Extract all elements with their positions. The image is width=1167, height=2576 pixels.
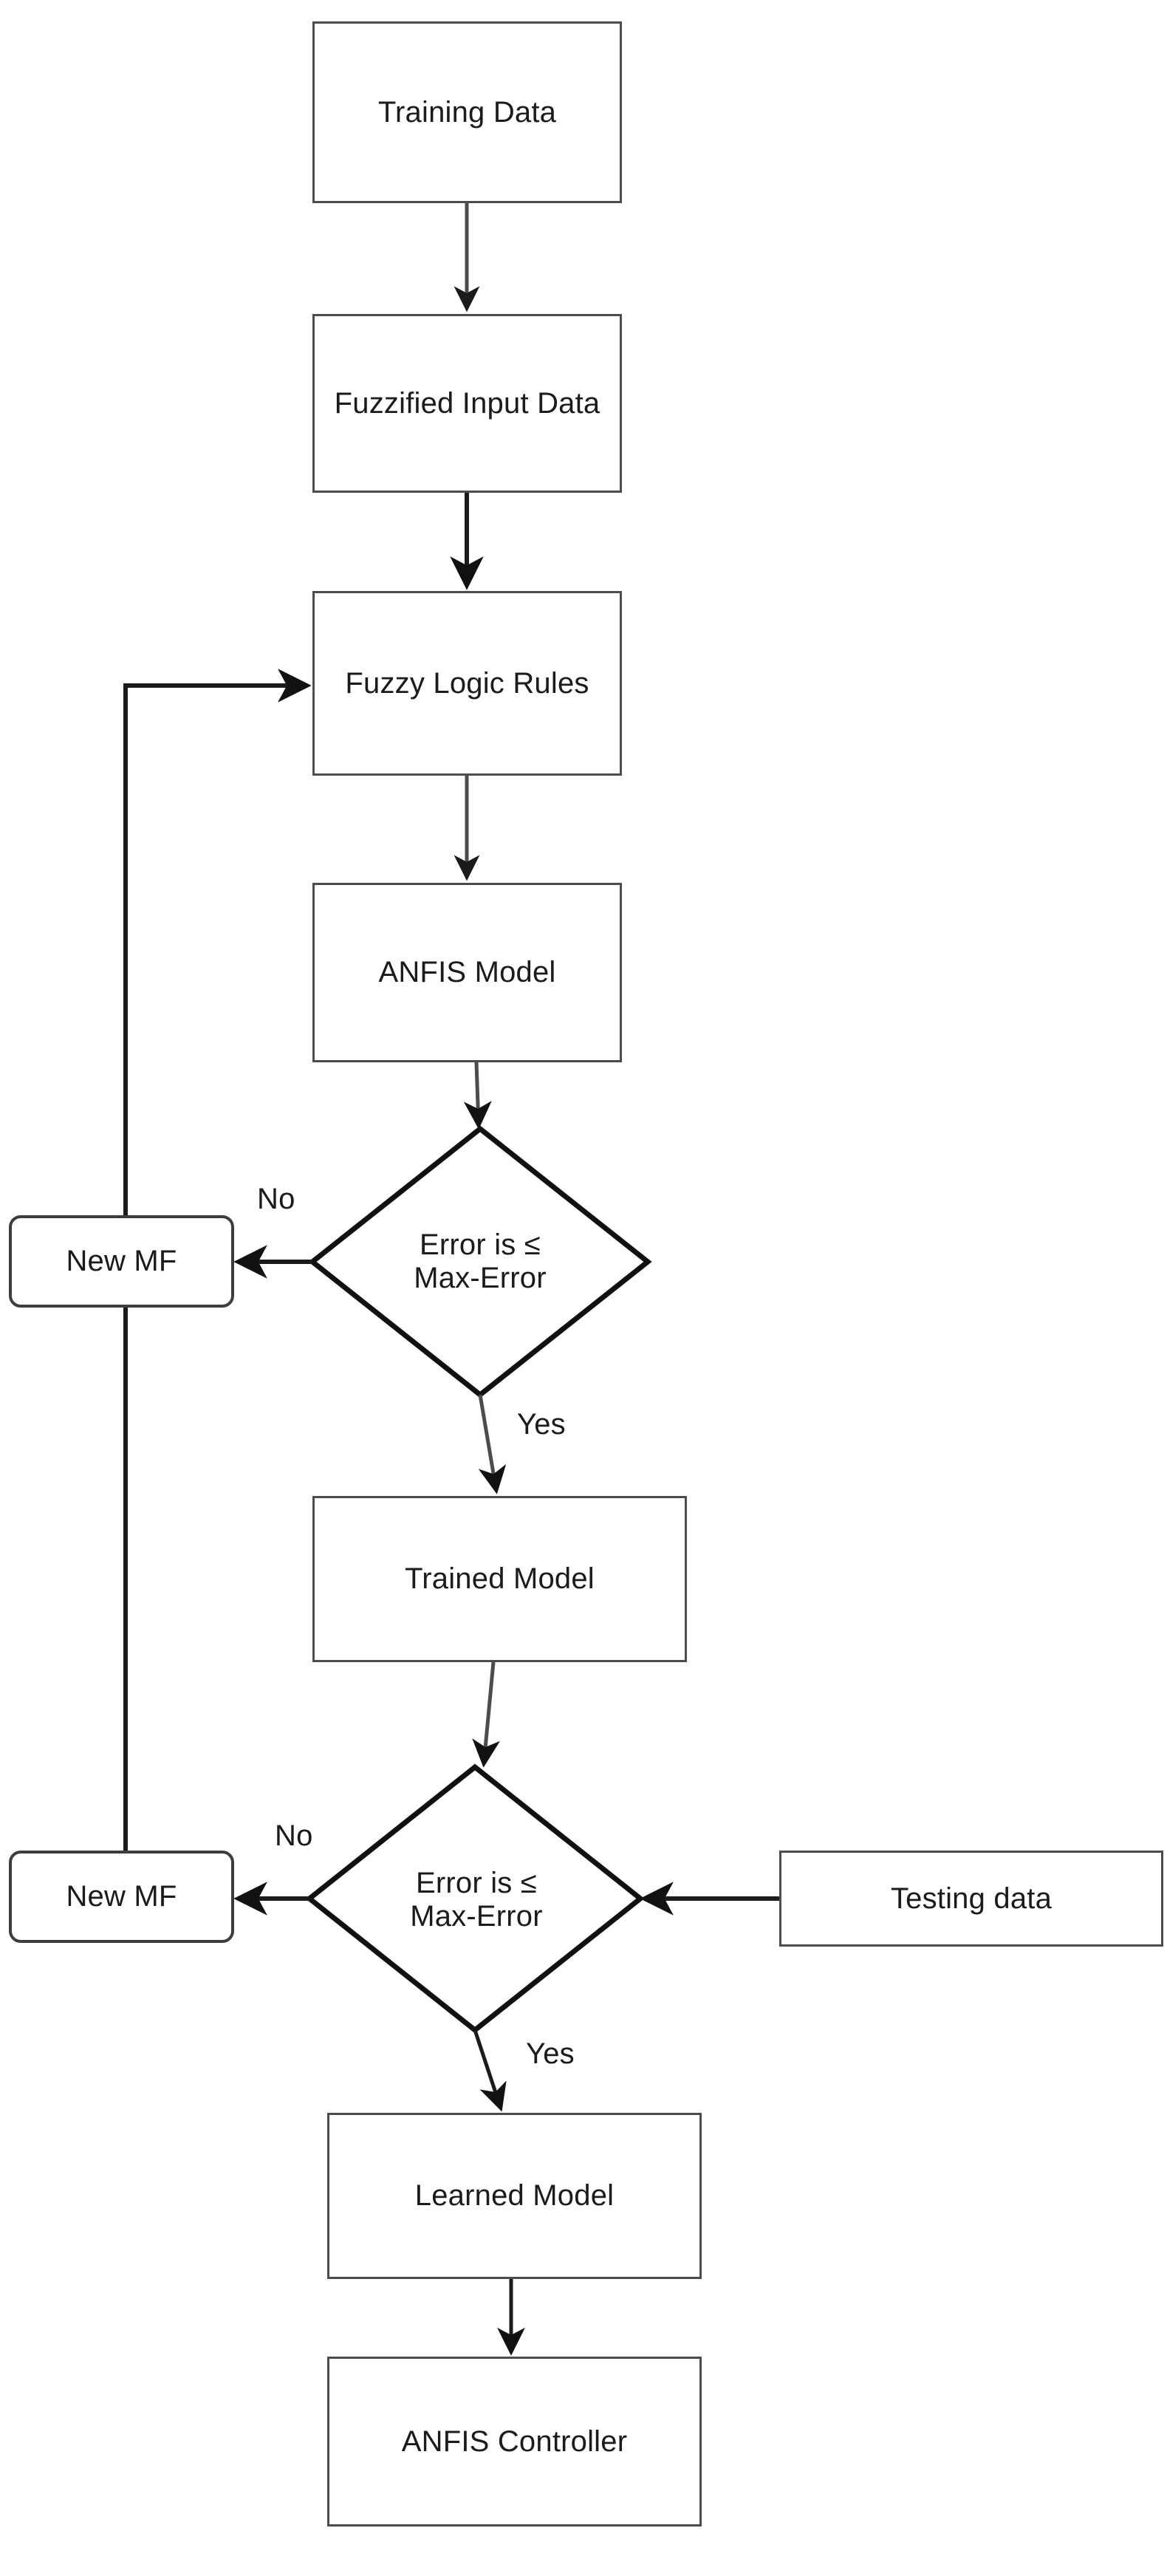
node-anfis-model[interactable] — [312, 883, 622, 1062]
node-testing-data[interactable] — [779, 1851, 1163, 1947]
connector-decision-test-yes-to-learned-model — [473, 2029, 507, 2112]
node-trained-model[interactable] — [312, 1496, 687, 1662]
edge-label-train-yes: Yes — [517, 1408, 566, 1441]
node-decision-error-max-error-test[interactable] — [309, 1767, 640, 2030]
edge-label-test-no: No — [275, 1820, 313, 1852]
node-anfis-controller[interactable] — [327, 2357, 702, 2527]
node-fuzzy-logic-rules[interactable] — [312, 591, 622, 776]
connector-trained-model-to-decision-test — [472, 1661, 501, 1768]
node-training-data[interactable] — [312, 21, 622, 203]
edge-label-test-yes: Yes — [526, 2037, 575, 2070]
node-learned-model[interactable] — [327, 2113, 702, 2279]
connector-anfis-model-to-decision-train — [463, 1062, 492, 1130]
node-new-mf-test[interactable] — [9, 1851, 234, 1943]
node-decision-error-max-error-train[interactable] — [312, 1129, 648, 1395]
edge-label-train-no: No — [257, 1183, 295, 1215]
connector-decision-train-yes-to-trained-model — [478, 1394, 507, 1494]
connector-new-mf-feedback-to-rules — [123, 669, 312, 1851]
node-new-mf-train[interactable] — [9, 1215, 234, 1308]
node-fuzzified-input-data[interactable] — [312, 314, 622, 493]
